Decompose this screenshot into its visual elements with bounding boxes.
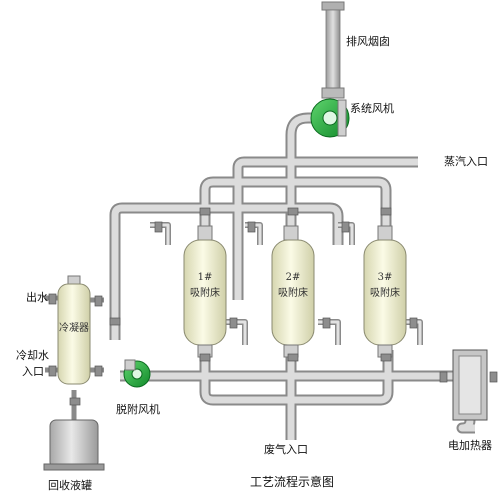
recovery-tank xyxy=(43,419,105,471)
pipe-network xyxy=(45,112,476,440)
diagram-title: 工艺流程示意图 xyxy=(250,475,335,489)
adsorption-bed-3 xyxy=(363,225,407,358)
desorption-fan-label: 脱附风机 xyxy=(116,403,160,416)
bed-3-number: 3# xyxy=(377,272,393,283)
steam-inlet-label: 蒸汽入口 xyxy=(444,155,488,168)
recovery-tank-label: 回收液罐 xyxy=(48,479,92,492)
condenser xyxy=(57,275,91,385)
electric-heater-label: 电加热器 xyxy=(448,439,492,452)
exhaust-chimney-label: 排风烟囱 xyxy=(346,35,390,48)
waste-gas-inlet-label: 废气入口 xyxy=(264,443,308,456)
exhaust-chimney xyxy=(321,1,345,89)
desorption-fan xyxy=(123,359,151,388)
system-fan xyxy=(310,87,350,138)
water-out-label: 出水 xyxy=(26,291,48,304)
bed-1-name: 吸附床 xyxy=(190,288,220,299)
bed-1-number: 1# xyxy=(197,272,213,283)
electric-heater xyxy=(452,349,488,421)
condenser-label: 冷凝器 xyxy=(59,323,89,334)
system-fan-label: 系统风机 xyxy=(350,102,394,115)
cooling-water-label: 冷却水 xyxy=(16,349,49,362)
cooling-water-inlet-label: 入口 xyxy=(22,365,44,378)
adsorption-bed-2 xyxy=(271,225,315,358)
bed-3-name: 吸附床 xyxy=(370,288,400,299)
valves xyxy=(48,207,498,406)
bed-2-number: 2# xyxy=(285,272,301,283)
bed-2-name: 吸附床 xyxy=(278,288,308,299)
